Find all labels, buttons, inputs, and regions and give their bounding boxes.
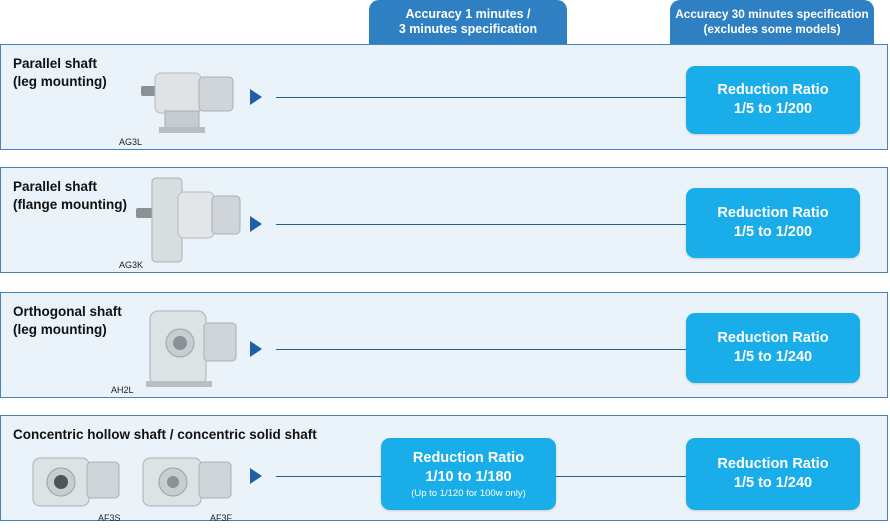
row-title-line: (leg mounting)	[13, 322, 107, 337]
ratio-box-1min: Reduction Ratio 1/10 to 1/180 (Up to 1/1…	[381, 438, 556, 510]
ratio-label: Reduction Ratio	[717, 82, 829, 98]
header-line: (excludes some models)	[703, 22, 841, 36]
triangle-right-icon	[250, 89, 262, 105]
gear-reducer-icon	[141, 72, 234, 133]
row-title-line: Orthogonal shaft	[13, 304, 122, 319]
header-accuracy-1-minute: Accuracy 1 minutes / 3 minutes specifica…	[369, 0, 567, 44]
ratio-label: Reduction Ratio	[717, 456, 829, 472]
gear-reducer-icon	[146, 310, 237, 387]
model-label: AG3L	[119, 137, 143, 147]
row-title-line: Parallel shaft	[13, 179, 98, 194]
header-line: Accuracy 1 minutes /	[405, 7, 531, 21]
row-title: Parallel shaft (leg mounting)	[13, 55, 107, 91]
triangle-right-icon	[250, 468, 262, 484]
ratio-value: 1/5 to 1/240	[733, 475, 813, 491]
ratio-value: 1/5 to 1/200	[733, 224, 813, 240]
row-title: Orthogonal shaft (leg mounting)	[13, 303, 122, 339]
gear-reducer-icon	[32, 457, 120, 507]
connector-line	[276, 349, 686, 350]
gear-reducer-icon	[142, 457, 232, 507]
header-line: 3 minutes specification	[398, 22, 538, 36]
ratio-label: Reduction Ratio	[717, 330, 829, 346]
connector-line	[276, 97, 686, 98]
ratio-value: 1/5 to 1/200	[733, 101, 813, 117]
model-label: AH2L	[111, 385, 134, 395]
row-title: Parallel shaft (flange mounting)	[13, 178, 127, 214]
row-title-line: (leg mounting)	[13, 74, 107, 89]
model-label: AF3S	[98, 513, 121, 523]
ratio-value: 1/5 to 1/240	[733, 349, 813, 365]
row-parallel-flange: Parallel shaft (flange mounting) AG3K Re…	[0, 167, 888, 273]
row-concentric: Concentric hollow shaft / concentric sol…	[0, 415, 888, 523]
ratio-note: (Up to 1/120 for 100w only)	[411, 487, 526, 499]
model-label: AF3F	[210, 513, 233, 523]
ratio-box-30min: Reduction Ratio 1/5 to 1/200	[686, 66, 860, 134]
model-label: AG3K	[119, 260, 144, 270]
triangle-right-icon	[250, 341, 262, 357]
row-parallel-leg: Parallel shaft (leg mounting) AG3L Reduc…	[0, 44, 888, 150]
row-title: Concentric hollow shaft / concentric sol…	[13, 426, 317, 444]
triangle-right-icon	[250, 216, 262, 232]
ratio-box-30min: Reduction Ratio 1/5 to 1/240	[686, 438, 860, 510]
ratio-value: 1/10 to 1/180	[425, 468, 512, 485]
header-accuracy-30-minute: Accuracy 30 minutes specification (exclu…	[670, 0, 874, 44]
row-title-line: Concentric hollow shaft / concentric sol…	[13, 427, 317, 442]
row-title-line: Parallel shaft	[13, 56, 98, 71]
ratio-box-30min: Reduction Ratio 1/5 to 1/240	[686, 313, 860, 383]
ratio-label: Reduction Ratio	[717, 205, 829, 221]
row-title-line: (flange mounting)	[13, 197, 127, 212]
row-orthogonal-leg: Orthogonal shaft (leg mounting) AH2L Red…	[0, 292, 888, 398]
ratio-box-30min: Reduction Ratio 1/5 to 1/200	[686, 188, 860, 258]
gear-reducer-icon	[136, 177, 241, 263]
ratio-label: Reduction Ratio	[412, 449, 525, 466]
header-line: Accuracy 30 minutes specification	[675, 7, 869, 21]
connector-line	[276, 224, 686, 225]
